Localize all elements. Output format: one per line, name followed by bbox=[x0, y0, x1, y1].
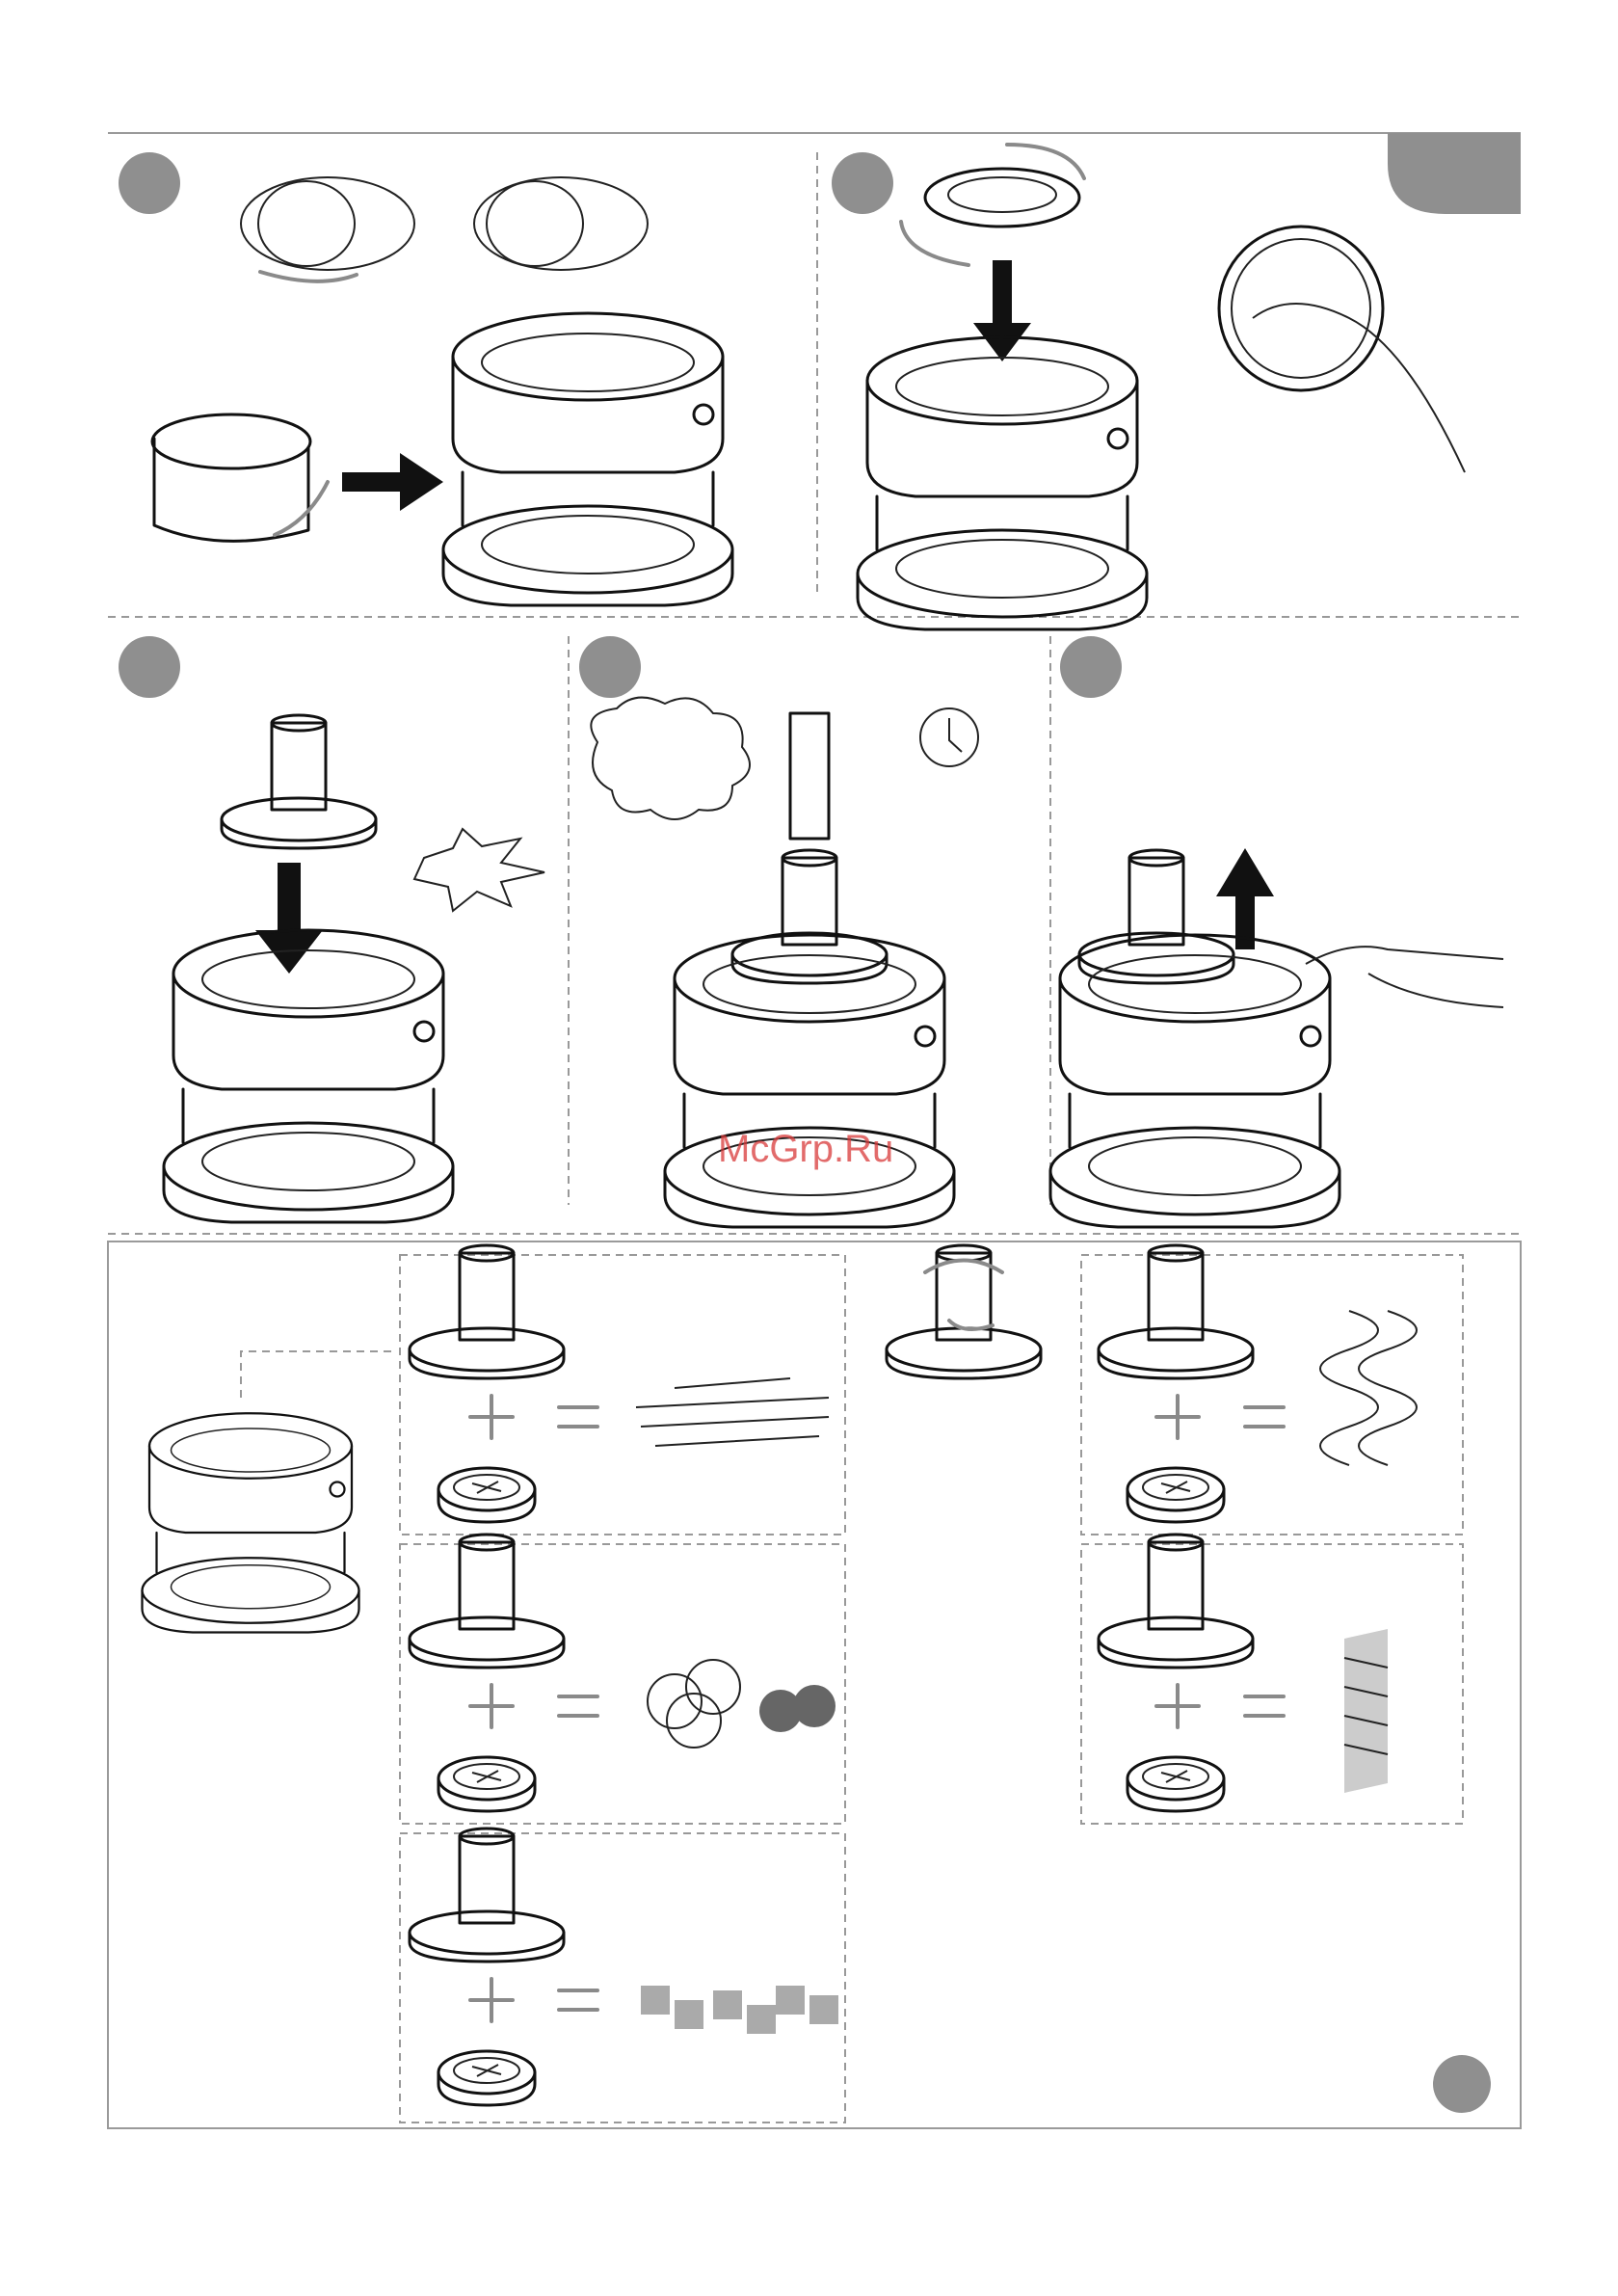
option-dicer bbox=[410, 1829, 838, 2105]
option-julienne bbox=[410, 1245, 829, 1522]
cubes-icon bbox=[641, 1986, 838, 2034]
option-box-dicer bbox=[400, 1833, 845, 2122]
rotate-cone bbox=[887, 1245, 1041, 1378]
down-arrow bbox=[255, 863, 323, 974]
option-box-twist bbox=[1081, 1544, 1463, 1824]
step-marker-2 bbox=[832, 152, 893, 214]
step-1-panel bbox=[119, 152, 732, 605]
option-box-slicer bbox=[400, 1544, 845, 1824]
option-twist bbox=[1099, 1535, 1388, 1811]
up-arrow bbox=[1216, 848, 1274, 949]
step-2-panel bbox=[832, 145, 1465, 629]
assembled-appliance bbox=[143, 1351, 396, 1633]
vegetables-cloud-icon bbox=[591, 698, 750, 819]
twist-icon bbox=[1344, 1629, 1388, 1793]
down-arrow bbox=[973, 260, 1031, 361]
option-slicer bbox=[410, 1535, 836, 1811]
watermark: McGrp.Ru bbox=[718, 1128, 893, 1170]
page-tab bbox=[1388, 133, 1521, 214]
option-box-julienne bbox=[400, 1255, 845, 1535]
spiral-icon bbox=[1320, 1311, 1378, 1465]
step-marker-4 bbox=[579, 636, 641, 698]
step-marker-3 bbox=[119, 636, 180, 698]
push-arrow bbox=[342, 453, 443, 511]
step-5-panel bbox=[1050, 636, 1503, 1227]
step-3-panel bbox=[119, 636, 544, 1222]
step-marker-1 bbox=[119, 152, 180, 214]
julienne-strips-icon bbox=[636, 1378, 829, 1446]
click-burst-icon bbox=[414, 829, 544, 911]
step-marker-bottom bbox=[1433, 2055, 1491, 2113]
option-spiral bbox=[1099, 1245, 1417, 1522]
step-marker-5 bbox=[1060, 636, 1122, 698]
